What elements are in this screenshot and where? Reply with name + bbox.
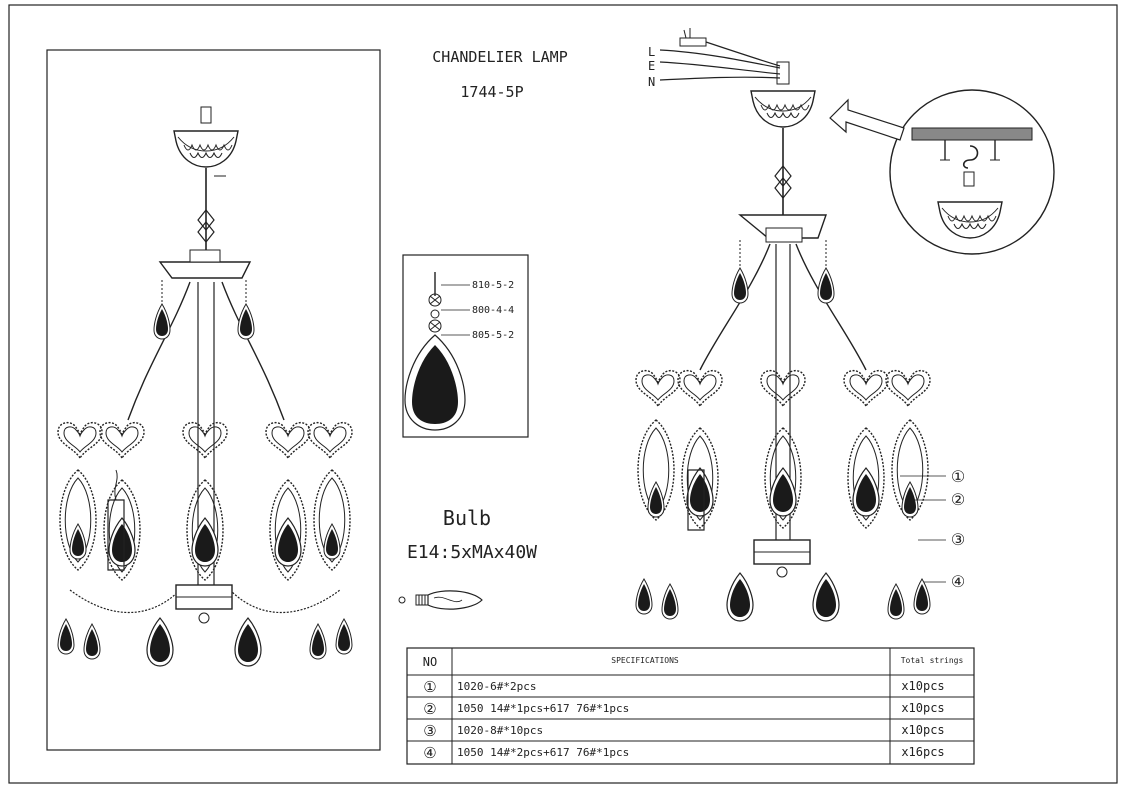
bulb-label: Bulb xyxy=(443,506,491,530)
table-header-total: Total strings xyxy=(901,656,964,665)
table-row-1-total: x10pcs xyxy=(901,679,944,693)
part-code-3: 805-5-2 xyxy=(472,330,514,341)
sheet-border xyxy=(8,4,1118,784)
table-row-1-spec: 1020-6#*2pcs xyxy=(457,680,536,693)
title-model: 1744-5P xyxy=(460,83,523,101)
table-row-3-spec: 1020-8#*10pcs xyxy=(457,724,543,737)
bulb-icon xyxy=(398,590,483,610)
table-row-3-total: x10pcs xyxy=(901,723,944,737)
table-row-3-no: ③ xyxy=(423,722,436,740)
wire-label-n: N xyxy=(648,75,655,89)
install-view-chandelier xyxy=(635,28,946,622)
front-view-frame xyxy=(46,49,381,751)
detail-arrow-icon xyxy=(829,98,905,141)
table-row-2-no: ② xyxy=(423,700,436,718)
ceiling-mount-detail xyxy=(829,89,1055,255)
part-code-1: 810-5-2 xyxy=(472,280,514,291)
callout-1: ① xyxy=(951,467,965,486)
table-row-4-total: x16pcs xyxy=(901,745,944,759)
title-line1: CHANDELIER LAMP xyxy=(432,48,567,66)
table-row-2-spec: 1050 14#*1pcs+617 76#*1pcs xyxy=(457,702,629,715)
table-row-4-spec: 1050 14#*2pcs+617 76#*1pcs xyxy=(457,746,629,759)
table-header-spec: SPECIFICATIONS xyxy=(611,656,679,665)
bulb-spec: E14:5xMAx40W xyxy=(407,542,537,563)
callout-3: ③ xyxy=(951,530,965,549)
callout-4: ④ xyxy=(951,572,965,591)
parts-detail xyxy=(404,272,470,431)
part-code-2: 800-4-4 xyxy=(472,305,514,316)
parts-detail-frame xyxy=(402,254,529,438)
table-row-2-total: x10pcs xyxy=(901,701,944,715)
table-header-no: NO xyxy=(423,655,437,669)
wire-label-l: L xyxy=(648,45,655,59)
table-row-4-no: ④ xyxy=(423,744,436,762)
table-row-1-no: ① xyxy=(423,678,436,696)
front-view-chandelier xyxy=(57,106,353,667)
callout-2: ② xyxy=(951,490,965,509)
spec-table xyxy=(406,647,975,765)
wire-label-e: E xyxy=(648,59,655,73)
